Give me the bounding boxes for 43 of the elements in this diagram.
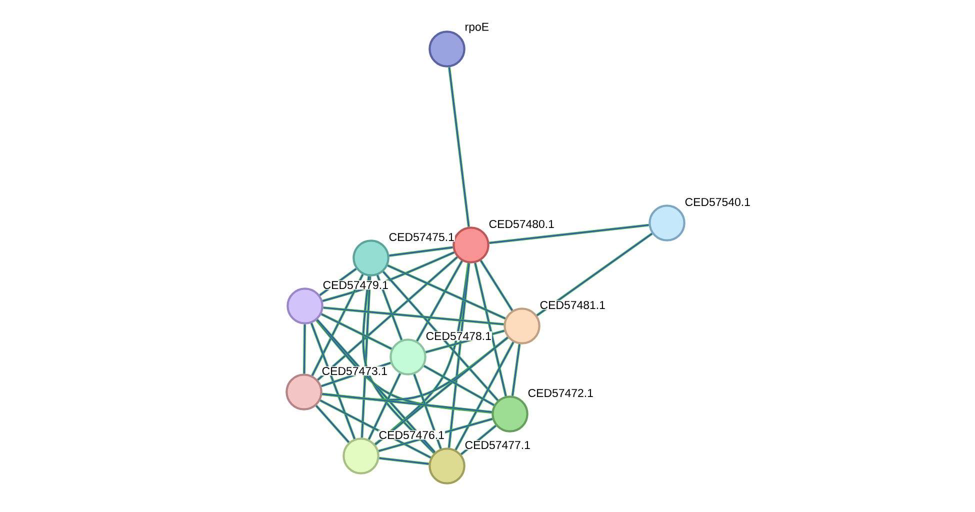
interaction-line [488,224,650,244]
interaction-line [315,404,350,444]
interaction-line [382,270,499,402]
interaction-line [378,456,430,466]
interaction-line [317,256,458,381]
protein-node [452,226,490,264]
protein-node [342,438,380,474]
interaction-line [360,276,372,438]
protein-node [352,240,390,276]
interaction-line [311,274,364,376]
interaction-line [480,260,514,312]
interaction-line [474,262,508,397]
protein-node [492,396,528,432]
interaction-line [416,260,464,342]
interaction-line [511,344,521,396]
interaction-line [448,262,470,448]
protein-node [504,308,540,344]
interaction-line [302,324,306,374]
protein-node [428,448,466,484]
interaction-line [387,264,506,320]
interaction-line [376,274,403,340]
interaction-line [316,319,492,414]
interaction-line [322,392,492,414]
interaction-line [374,262,470,446]
interaction-line [454,342,514,450]
interaction-line [423,364,495,406]
interaction-line [448,66,470,228]
interaction-line [368,373,402,440]
interaction-line [310,322,356,440]
interaction-line [413,374,442,450]
interaction-line [322,306,504,326]
protein-node [390,338,426,376]
interaction-line [388,246,454,257]
protein-node [286,374,322,410]
interaction-line [536,232,653,316]
interaction-line [316,318,436,454]
interaction-line [320,399,432,459]
interaction-line [374,336,508,446]
protein-node [428,30,466,68]
protein-node [286,288,324,324]
protein-node [648,204,686,242]
interaction-line [362,276,435,454]
interaction-line [320,313,392,350]
